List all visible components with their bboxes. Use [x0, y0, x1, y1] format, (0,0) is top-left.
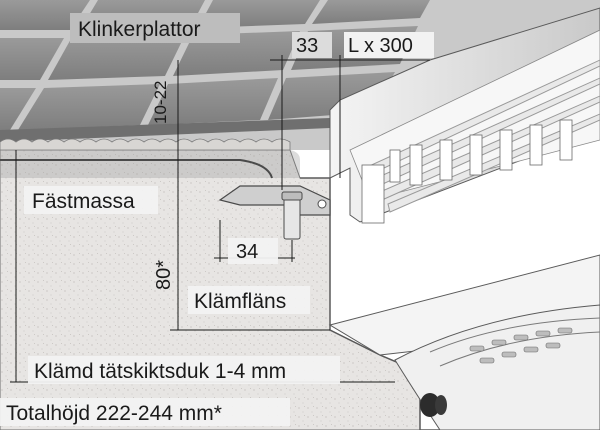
- grating: [349, 29, 600, 224]
- label-length: L x 300: [348, 35, 413, 57]
- adhesive-layer: [0, 138, 300, 179]
- label-depth: 80*: [153, 260, 175, 290]
- label-tiles: Klinkerplattor: [78, 18, 201, 41]
- label-adhesive: Fästmassa: [32, 190, 135, 213]
- label-offset: 34: [236, 241, 258, 263]
- label-membrane: Klämd tätskiktsduk 1-4 mm: [34, 360, 286, 383]
- label-flange-width: 33: [296, 35, 318, 57]
- drain-bowl: [394, 304, 600, 430]
- label-total-height: Totalhöjd 222-244 mm*: [6, 402, 222, 425]
- label-clamp-flange: Klämfläns: [194, 290, 286, 313]
- label-tile-thickness: 10-22: [151, 81, 170, 124]
